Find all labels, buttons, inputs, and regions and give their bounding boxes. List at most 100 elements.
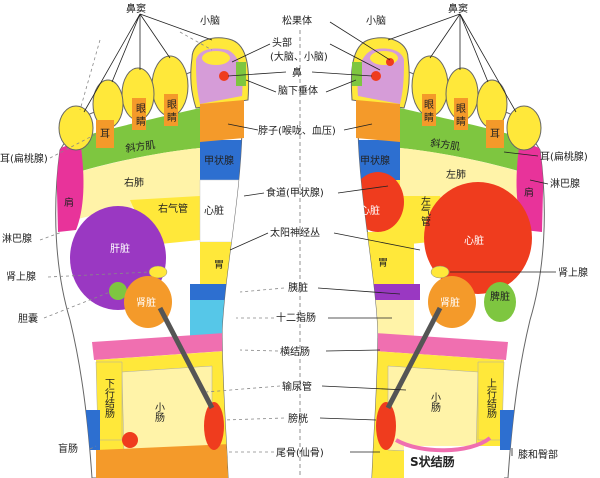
right-neck-zone [356,100,400,142]
left-lung-zone [66,148,200,222]
solar-lead-r [333,232,421,251]
zone-right-bronchus: 右气管 [158,202,188,215]
zone-thyroid-right: 甲状腺 [360,154,390,167]
zone-spleen: 脾脏 [490,290,510,303]
right-eye-zone-2 [454,98,468,130]
lymph-lead-l [39,231,63,241]
head-lead-r [329,43,381,71]
label-sigmoid-colon: S状结肠 [410,454,455,469]
label-nasal-sinus-right: 鼻窦 [448,2,468,15]
label-head-sub: (大脑、小脑) [270,50,328,63]
label-coccyx: 尾骨(仙骨) [276,446,324,459]
left-neck-zone [200,100,244,142]
zone-heart-left: 心脏 [204,204,224,217]
left-transverse-colon-zone [92,332,240,360]
sinus-left-lead [83,13,213,113]
zone-kidney-left: 肾脏 [136,296,156,309]
label-appendix: 盲肠 [58,442,78,455]
zone-left-bronchus: 左气管 [419,195,431,227]
label-bladder: 膀胱 [288,412,308,425]
left-thyroid-zone [200,140,242,180]
pituitary-lead-r [325,79,357,93]
transverse-lead-l [239,349,279,352]
right-transverse-colon-zone [360,332,508,360]
zone-descending-colon: 下行结肠 [103,378,115,419]
neck-lead-r [343,123,373,131]
left-toe-5 [58,105,94,151]
right-sigmoid-curve [394,436,492,453]
right-ureter-line [385,306,443,410]
solar-lead-l [229,232,269,251]
esophagus-lead-r [337,185,389,194]
label-ear-tonsil-right: 耳(扁桃腺) [540,150,588,163]
right-eye-zone-1 [422,94,436,126]
zone-heart-right: 心脏 [464,234,484,247]
zone-eye-right-1a: 眼 [424,99,434,111]
zone-shoulder-left: 肩 [64,196,74,209]
left-pituitary-zone [236,62,246,86]
zone-left-lung: 左肺 [446,168,466,181]
right-bladder-zone [376,402,396,450]
right-spleen-zone [484,282,516,322]
ear-lead-l [49,133,97,159]
label-pituitary: 脑下垂体 [278,84,318,97]
esophagus-lead-l [243,192,265,197]
right-sigmoid-zone [404,446,504,478]
left-cerebellum-zone [202,51,230,65]
zone-labels: 耳 眼 睛 眼 睛 斜方肌 右肺 右气管 肩 甲状腺 心脏 肝脏 胃 肾脏 小肠… [64,99,534,423]
left-pancreas-zone [190,284,240,300]
right-toe-5 [506,105,542,151]
right-foot [350,37,545,478]
label-lymph-right: 淋巴腺 [550,177,580,190]
label-adrenal-right: 肾上腺 [558,266,588,279]
zone-shoulder-right: 肩 [524,186,534,199]
label-pancreas: 胰脏 [288,281,308,294]
bladder-lead-r [319,417,377,421]
label-neck: 脖子(喉咙、血压) [258,124,336,137]
pineal-lead [329,21,391,61]
right-pineal-dot [386,58,394,66]
left-eye-zone-2 [132,98,146,130]
left-nose-dot [219,71,229,81]
left-adrenal-zone [148,265,168,279]
label-ear-tonsil-left: 耳(扁桃腺) [0,152,48,165]
appendix-lead [89,445,97,450]
label-nasal-sinus-left: 鼻窦 [126,2,146,15]
zone-liver: 肝脏 [110,242,130,255]
zone-right-lung: 右肺 [124,176,144,189]
right-adrenal-zone [430,265,450,279]
label-gallbladder: 胆囊 [18,312,38,325]
zone-kidney-right: 肾脏 [440,296,460,309]
label-ureter: 输尿管 [282,380,312,393]
pancreas-lead-r [317,287,401,295]
sinus-right-lead [387,13,517,113]
left-appendix-zone [86,410,100,450]
label-adrenal-left: 肾上腺 [6,270,36,283]
right-heart-zone [424,182,532,294]
left-toe-dashes [79,31,213,111]
right-heart-zone-2 [358,172,404,232]
zone-eye-left-2b: 睛 [167,112,177,124]
right-duodenum-zone [360,300,414,338]
lymph-lead-r [529,179,549,185]
label-solar-plexus: 太阳神经丛 [270,226,320,239]
pituitary-lead-l [245,79,277,93]
head-lead-l [231,43,271,63]
zone-stomach-right: 胃 [378,257,388,269]
zone-small-intestine-right: 小肠 [429,392,441,413]
zone-eye-right-2a: 眼 [456,103,466,115]
zone-eye-left-2a: 眼 [167,99,177,111]
right-nose-dot [371,71,381,81]
label-head: 头部 [272,36,292,49]
left-ear-zone [96,120,114,148]
adrenal-lead-l [47,271,151,278]
left-bladder-zone [204,402,224,450]
label-nose: 鼻 [292,66,302,79]
label-duodenum: 十二指肠 [276,311,316,324]
zone-ear-right: 耳 [490,128,500,140]
zone-stomach-left: 胃 [214,259,224,271]
left-sigmoid-zone [96,444,230,478]
label-cerebellum-right: 小脑 [366,14,386,27]
zone-ear-left: 耳 [100,128,110,140]
